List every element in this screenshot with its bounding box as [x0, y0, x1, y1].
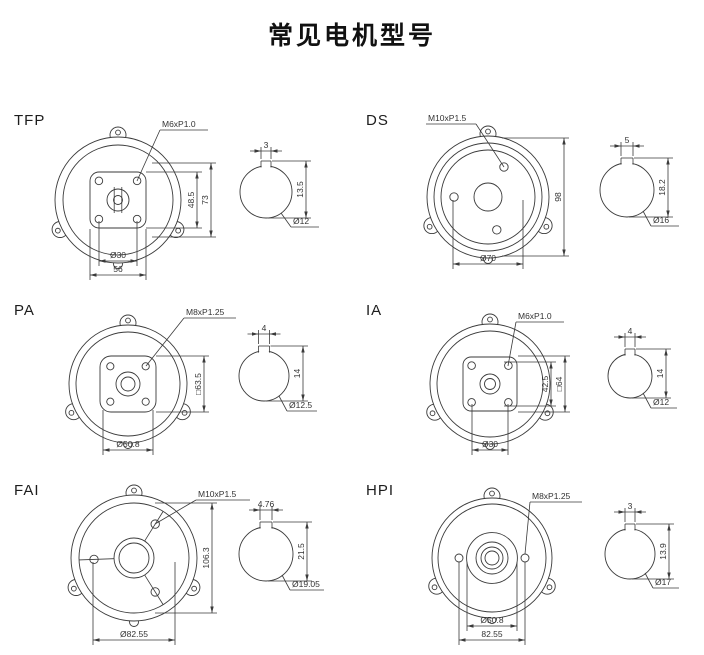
- svg-text:14: 14: [655, 369, 665, 379]
- svg-text:18.2: 18.2: [657, 179, 667, 196]
- svg-text:13.9: 13.9: [658, 543, 668, 560]
- svg-text:13.5: 13.5: [295, 181, 305, 198]
- svg-text:106.3: 106.3: [201, 547, 211, 569]
- svg-text:73: 73: [200, 195, 210, 205]
- svg-text:Ø50.8: Ø50.8: [116, 439, 139, 449]
- svg-text:M8xP1.25: M8xP1.25: [532, 491, 571, 501]
- svg-text:Ø12.5: Ø12.5: [289, 400, 312, 410]
- svg-text:56: 56: [113, 264, 123, 274]
- motor-label-pa: PA: [14, 302, 35, 319]
- svg-text:M10xP1.5: M10xP1.5: [428, 113, 467, 123]
- svg-text:M8xP1.25: M8xP1.25: [186, 307, 225, 317]
- motor-label-ia: IA: [366, 302, 383, 319]
- svg-text:48.5: 48.5: [186, 191, 196, 208]
- svg-text:Ø30: Ø30: [110, 250, 126, 260]
- svg-text:M10xP1.5: M10xP1.5: [198, 489, 237, 499]
- svg-text:4.76: 4.76: [258, 499, 275, 509]
- svg-text:M6xP1.0: M6xP1.0: [162, 119, 196, 129]
- svg-text:42.5: 42.5: [540, 375, 550, 392]
- motor-label-fai: FAI: [14, 482, 40, 499]
- svg-text:4: 4: [628, 326, 633, 336]
- svg-text:□64: □64: [554, 376, 564, 391]
- svg-text:4: 4: [262, 323, 267, 333]
- svg-text:5: 5: [625, 135, 630, 145]
- svg-text:3: 3: [628, 501, 633, 511]
- svg-text:M6xP1.0: M6xP1.0: [518, 311, 552, 321]
- svg-text:Ø19.05: Ø19.05: [292, 579, 320, 589]
- motor-label-tfp: TFP: [14, 112, 46, 129]
- svg-text:Ø30: Ø30: [482, 439, 498, 449]
- svg-text:3: 3: [264, 140, 269, 150]
- svg-text:Ø82.55: Ø82.55: [120, 629, 148, 639]
- svg-text:Ø17: Ø17: [655, 577, 671, 587]
- svg-text:14: 14: [292, 369, 302, 379]
- svg-text:Ø70: Ø70: [480, 253, 496, 263]
- motor-label-ds: DS: [366, 112, 389, 129]
- svg-text:82.55: 82.55: [481, 629, 503, 639]
- svg-text:Ø12: Ø12: [653, 397, 669, 407]
- page-title: 常见电机型号: [267, 22, 436, 50]
- svg-text:98: 98: [553, 192, 563, 202]
- svg-text:21.5: 21.5: [296, 543, 306, 560]
- svg-text:□63.5: □63.5: [193, 373, 203, 395]
- svg-text:Ø50.8: Ø50.8: [480, 615, 503, 625]
- motor-label-hpi: HPI: [366, 482, 395, 499]
- svg-text:Ø12: Ø12: [293, 216, 309, 226]
- svg-text:Ø16: Ø16: [653, 215, 669, 225]
